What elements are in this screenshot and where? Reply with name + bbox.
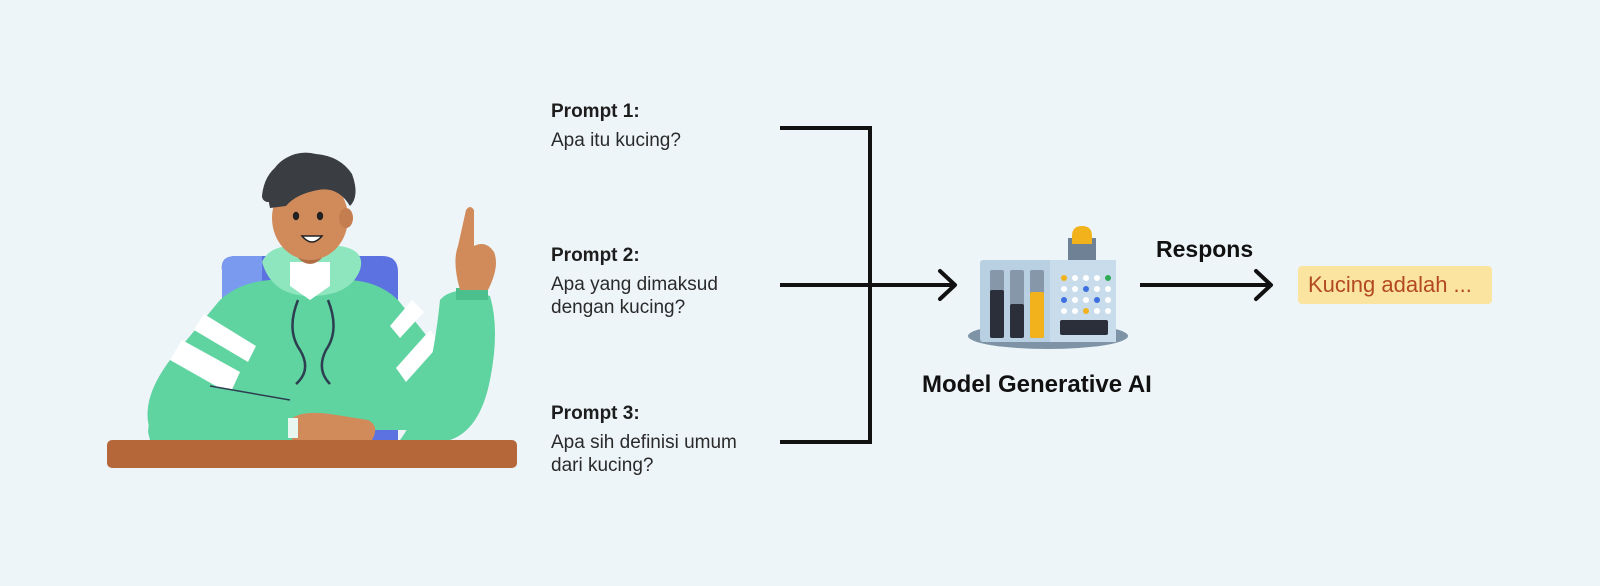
prompt-2: Prompt 2: Apa yang dimaksud dengan kucin… bbox=[551, 245, 771, 319]
prompt-2-title: Prompt 2: bbox=[551, 245, 640, 266]
response-box: Kucing adalah ... bbox=[1298, 266, 1492, 304]
prompt-3-text: Apa sih definisi umum dari kucing? bbox=[551, 432, 737, 476]
ai-model-machine-icon bbox=[968, 226, 1128, 349]
model-label: Model Generative AI bbox=[922, 371, 1152, 398]
response-arrow bbox=[1140, 269, 1273, 301]
prompt-1-text: Apa itu kucing? bbox=[551, 130, 681, 151]
prompt-3-title: Prompt 3: bbox=[551, 403, 640, 424]
prompt-2-text: Apa yang dimaksud dengan kucing? bbox=[551, 274, 718, 318]
table-surface bbox=[107, 440, 517, 468]
response-label: Respons bbox=[1156, 236, 1254, 262]
response-text: Kucing adalah ... bbox=[1308, 272, 1472, 297]
person-pointing-icon bbox=[147, 152, 496, 440]
prompt-connector-bracket bbox=[780, 126, 957, 444]
prompt-3: Prompt 3: Apa sih definisi umum dari kuc… bbox=[551, 403, 781, 477]
prompt-1-title: Prompt 1: bbox=[551, 101, 640, 122]
prompt-1: Prompt 1: Apa itu kucing? bbox=[551, 101, 771, 152]
